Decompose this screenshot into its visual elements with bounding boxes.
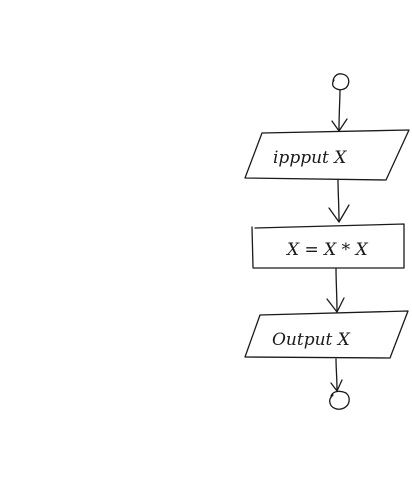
- input-label: ippput X: [273, 148, 347, 168]
- process-shape: [251, 223, 405, 269]
- input-node: ippput X: [244, 129, 410, 181]
- process-node: X = X * X: [251, 223, 405, 269]
- arrow-process-to-output: [326, 267, 345, 313]
- output-shape: [244, 310, 409, 359]
- end-terminal: [328, 390, 350, 410]
- start-terminal: [331, 73, 350, 91]
- output-node: Output X: [244, 310, 409, 359]
- output-label: Output X: [272, 330, 351, 350]
- input-shape: [244, 129, 410, 181]
- arrow-input-to-process: [328, 179, 350, 223]
- arrow-output-to-end: [330, 358, 343, 392]
- arrow-start-to-input: [331, 89, 348, 132]
- process-label: X = X * X: [285, 240, 369, 260]
